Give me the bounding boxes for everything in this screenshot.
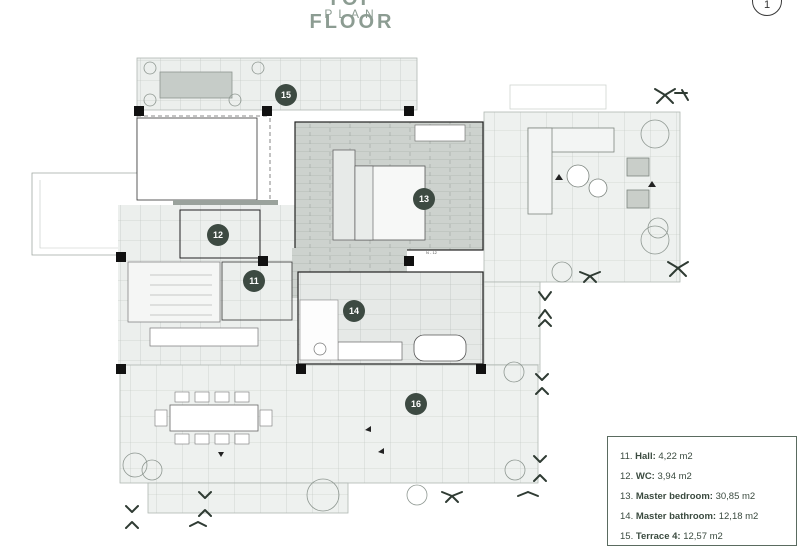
roof-void-inner [39,180,118,249]
legend-row-15: 15. Terrace 4: 12,57 m2 [620,531,723,542]
armchair-1 [626,157,650,177]
nightstand [414,124,466,142]
bathroom-counter [337,341,403,361]
stairs [150,274,212,316]
trees [122,61,670,512]
right-terrace-lower [483,281,541,373]
room-badge-14[interactable]: 14 [343,300,365,322]
armchair-2 [626,189,650,209]
floor-plan: N - 12 [31,57,689,529]
dining-table [169,404,259,432]
planter [159,71,233,99]
sofa-side [527,127,553,215]
legend-row-11: 11. Hall: 4,22 m2 [620,451,693,462]
plan-title: TOP FLOOR [309,0,395,33]
room-badge-15[interactable]: 15 [275,84,297,106]
legend-row-14: 14. Master bathroom: 12,18 m2 [620,511,759,522]
stair-block [127,261,221,323]
coffee-table [566,164,590,188]
room-badge-16[interactable]: 16 [405,393,427,415]
room-badge-12[interactable]: 12 [207,224,229,246]
door-tag: N - 12 [426,250,438,255]
legend-row-13: 13. Master bedroom: 30,85 m2 [620,491,756,502]
plan-subtitle: PLAN [324,7,380,21]
bathtub [413,334,467,362]
bed-pillows [354,165,374,241]
side-table [588,178,608,198]
page-marker-number: 1 [763,0,771,11]
wardrobe [332,149,356,241]
room-badge-11[interactable]: 11 [243,270,265,292]
dining-chairs [154,391,273,445]
wall-columns [116,106,486,374]
legend-row-12: 12. WC: 3,94 m2 [620,471,692,482]
parapet [173,200,278,206]
room-badge-13[interactable]: 13 [413,188,435,210]
terrace-16-lower [147,482,349,514]
direction-arrows [218,174,656,457]
pergola-outline [509,84,607,110]
room-legend: 11. Hall: 4,22 m2 12. WC: 3,94 m2 13. Ma… [607,436,797,546]
wc-bowl [313,342,327,356]
roof-void [136,117,258,201]
kitchen-counter [149,327,259,347]
palm-plants [125,88,689,529]
